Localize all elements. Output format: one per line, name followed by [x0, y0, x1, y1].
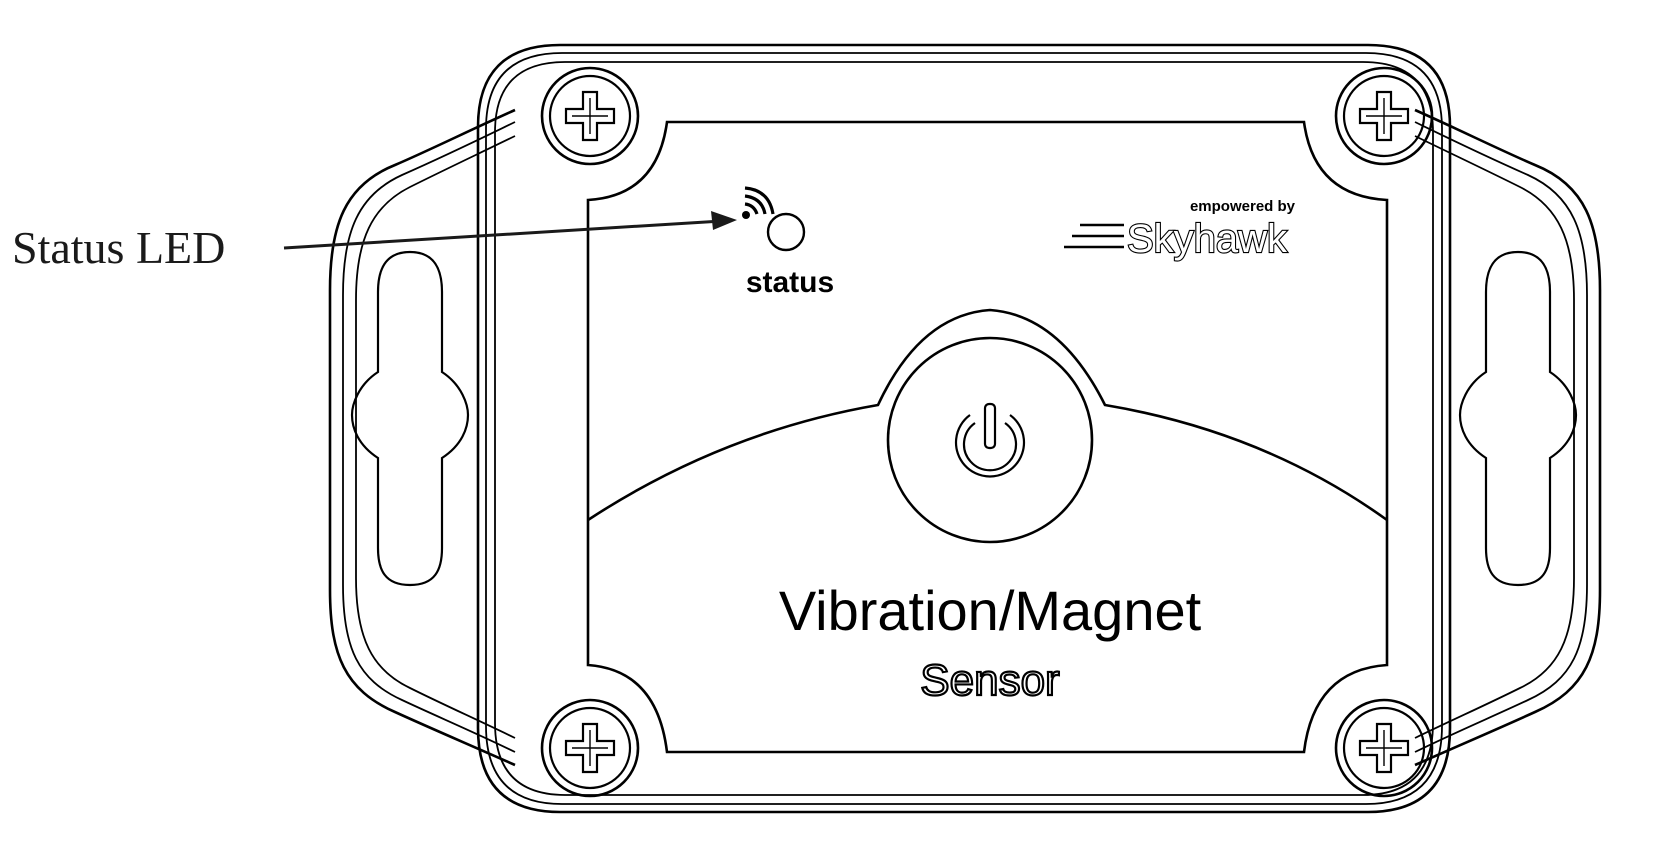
right-mounting-ear — [1414, 108, 1602, 767]
screw-bottom-left — [540, 698, 640, 798]
callout-arrow — [283, 211, 737, 250]
left-mounting-ear — [328, 108, 516, 767]
product-title: Vibration/Magnet — [779, 579, 1202, 642]
status-led-circle — [766, 212, 806, 252]
left-mounting-slot — [350, 250, 470, 587]
screw-top-right — [1334, 66, 1434, 166]
right-mounting-slot — [1458, 250, 1578, 587]
signal-waves-icon — [742, 186, 775, 219]
face-arc-contour — [587, 308, 1388, 522]
power-button — [886, 336, 1094, 544]
brand-name: Skyhawk — [1127, 217, 1288, 261]
brand-tagline: empowered by — [1190, 198, 1296, 215]
power-icon — [954, 402, 1026, 478]
status-label: status — [746, 266, 834, 299]
product-subtitle: Sensor — [920, 656, 1059, 705]
callout-label: Status LED — [12, 222, 225, 273]
skyhawk-speed-lines-icon — [1064, 223, 1124, 249]
screw-bottom-right — [1334, 698, 1434, 798]
front-face-panel — [586, 120, 1389, 754]
screw-top-left — [540, 66, 640, 166]
